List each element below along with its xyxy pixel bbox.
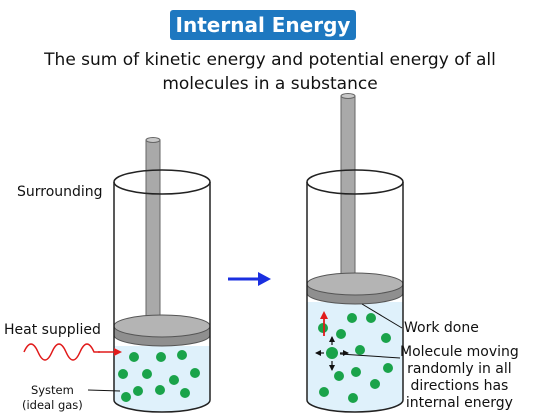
random-motion-arrows [315, 336, 349, 371]
system-label-line-1: System [30, 383, 74, 397]
molecule-label-line-2: randomly in all [407, 361, 512, 377]
title-text: Internal Energy [175, 13, 351, 37]
molecule [370, 379, 380, 389]
subtitle-line-1: The sum of kinetic energy and potential … [44, 50, 496, 70]
molecule [169, 375, 179, 385]
piston-after [306, 272, 404, 305]
molecule-label: Molecule moving randomly in all directio… [400, 344, 519, 412]
molecule [326, 347, 338, 359]
work-done-leader [361, 303, 403, 329]
subtitle: The sum of kinetic energy and potential … [20, 48, 520, 96]
molecule [121, 392, 131, 402]
molecule [177, 350, 187, 360]
title-badge: Internal Energy [170, 10, 356, 40]
molecule [155, 385, 165, 395]
molecule [355, 345, 365, 355]
heat-supplied-label: Heat supplied [4, 322, 101, 338]
cylinder-after [306, 93, 404, 413]
subtitle-line-2: molecules in a substance [162, 74, 378, 94]
molecule [334, 371, 344, 381]
molecule [118, 369, 128, 379]
molecule [129, 352, 139, 362]
work-done-label: Work done [404, 320, 479, 336]
surrounding-label: Surrounding [17, 184, 103, 200]
molecule [351, 367, 361, 377]
piston-rod-before [145, 139, 161, 327]
molecule [133, 386, 143, 396]
piston-before [113, 314, 211, 347]
molecule [142, 369, 152, 379]
molecule [318, 323, 328, 333]
molecules-after [318, 313, 393, 403]
molecule [319, 387, 329, 397]
system-label: System (ideal gas) [22, 383, 83, 413]
molecule [348, 393, 358, 403]
molecule [156, 352, 166, 362]
molecule [190, 368, 200, 378]
heat-wave-arrow [23, 343, 122, 361]
molecule [366, 313, 376, 323]
molecule-label-line-1: Molecule moving [400, 344, 519, 360]
piston-rod-after [340, 95, 356, 283]
molecules-before [118, 350, 200, 402]
cylinder-before [113, 137, 211, 413]
molecule [383, 363, 393, 373]
molecule-label-line-3: directions has [410, 378, 509, 394]
molecule [180, 388, 190, 398]
molecule-leader [339, 353, 401, 359]
molecule [336, 329, 346, 339]
process-arrow [228, 272, 271, 286]
molecule-label-line-4: internal energy [405, 395, 513, 411]
molecule [381, 333, 391, 343]
system-leader-line [87, 389, 121, 392]
molecule [347, 313, 357, 323]
cylinder-rim-before [113, 169, 211, 195]
system-label-line-2: (ideal gas) [22, 398, 83, 412]
